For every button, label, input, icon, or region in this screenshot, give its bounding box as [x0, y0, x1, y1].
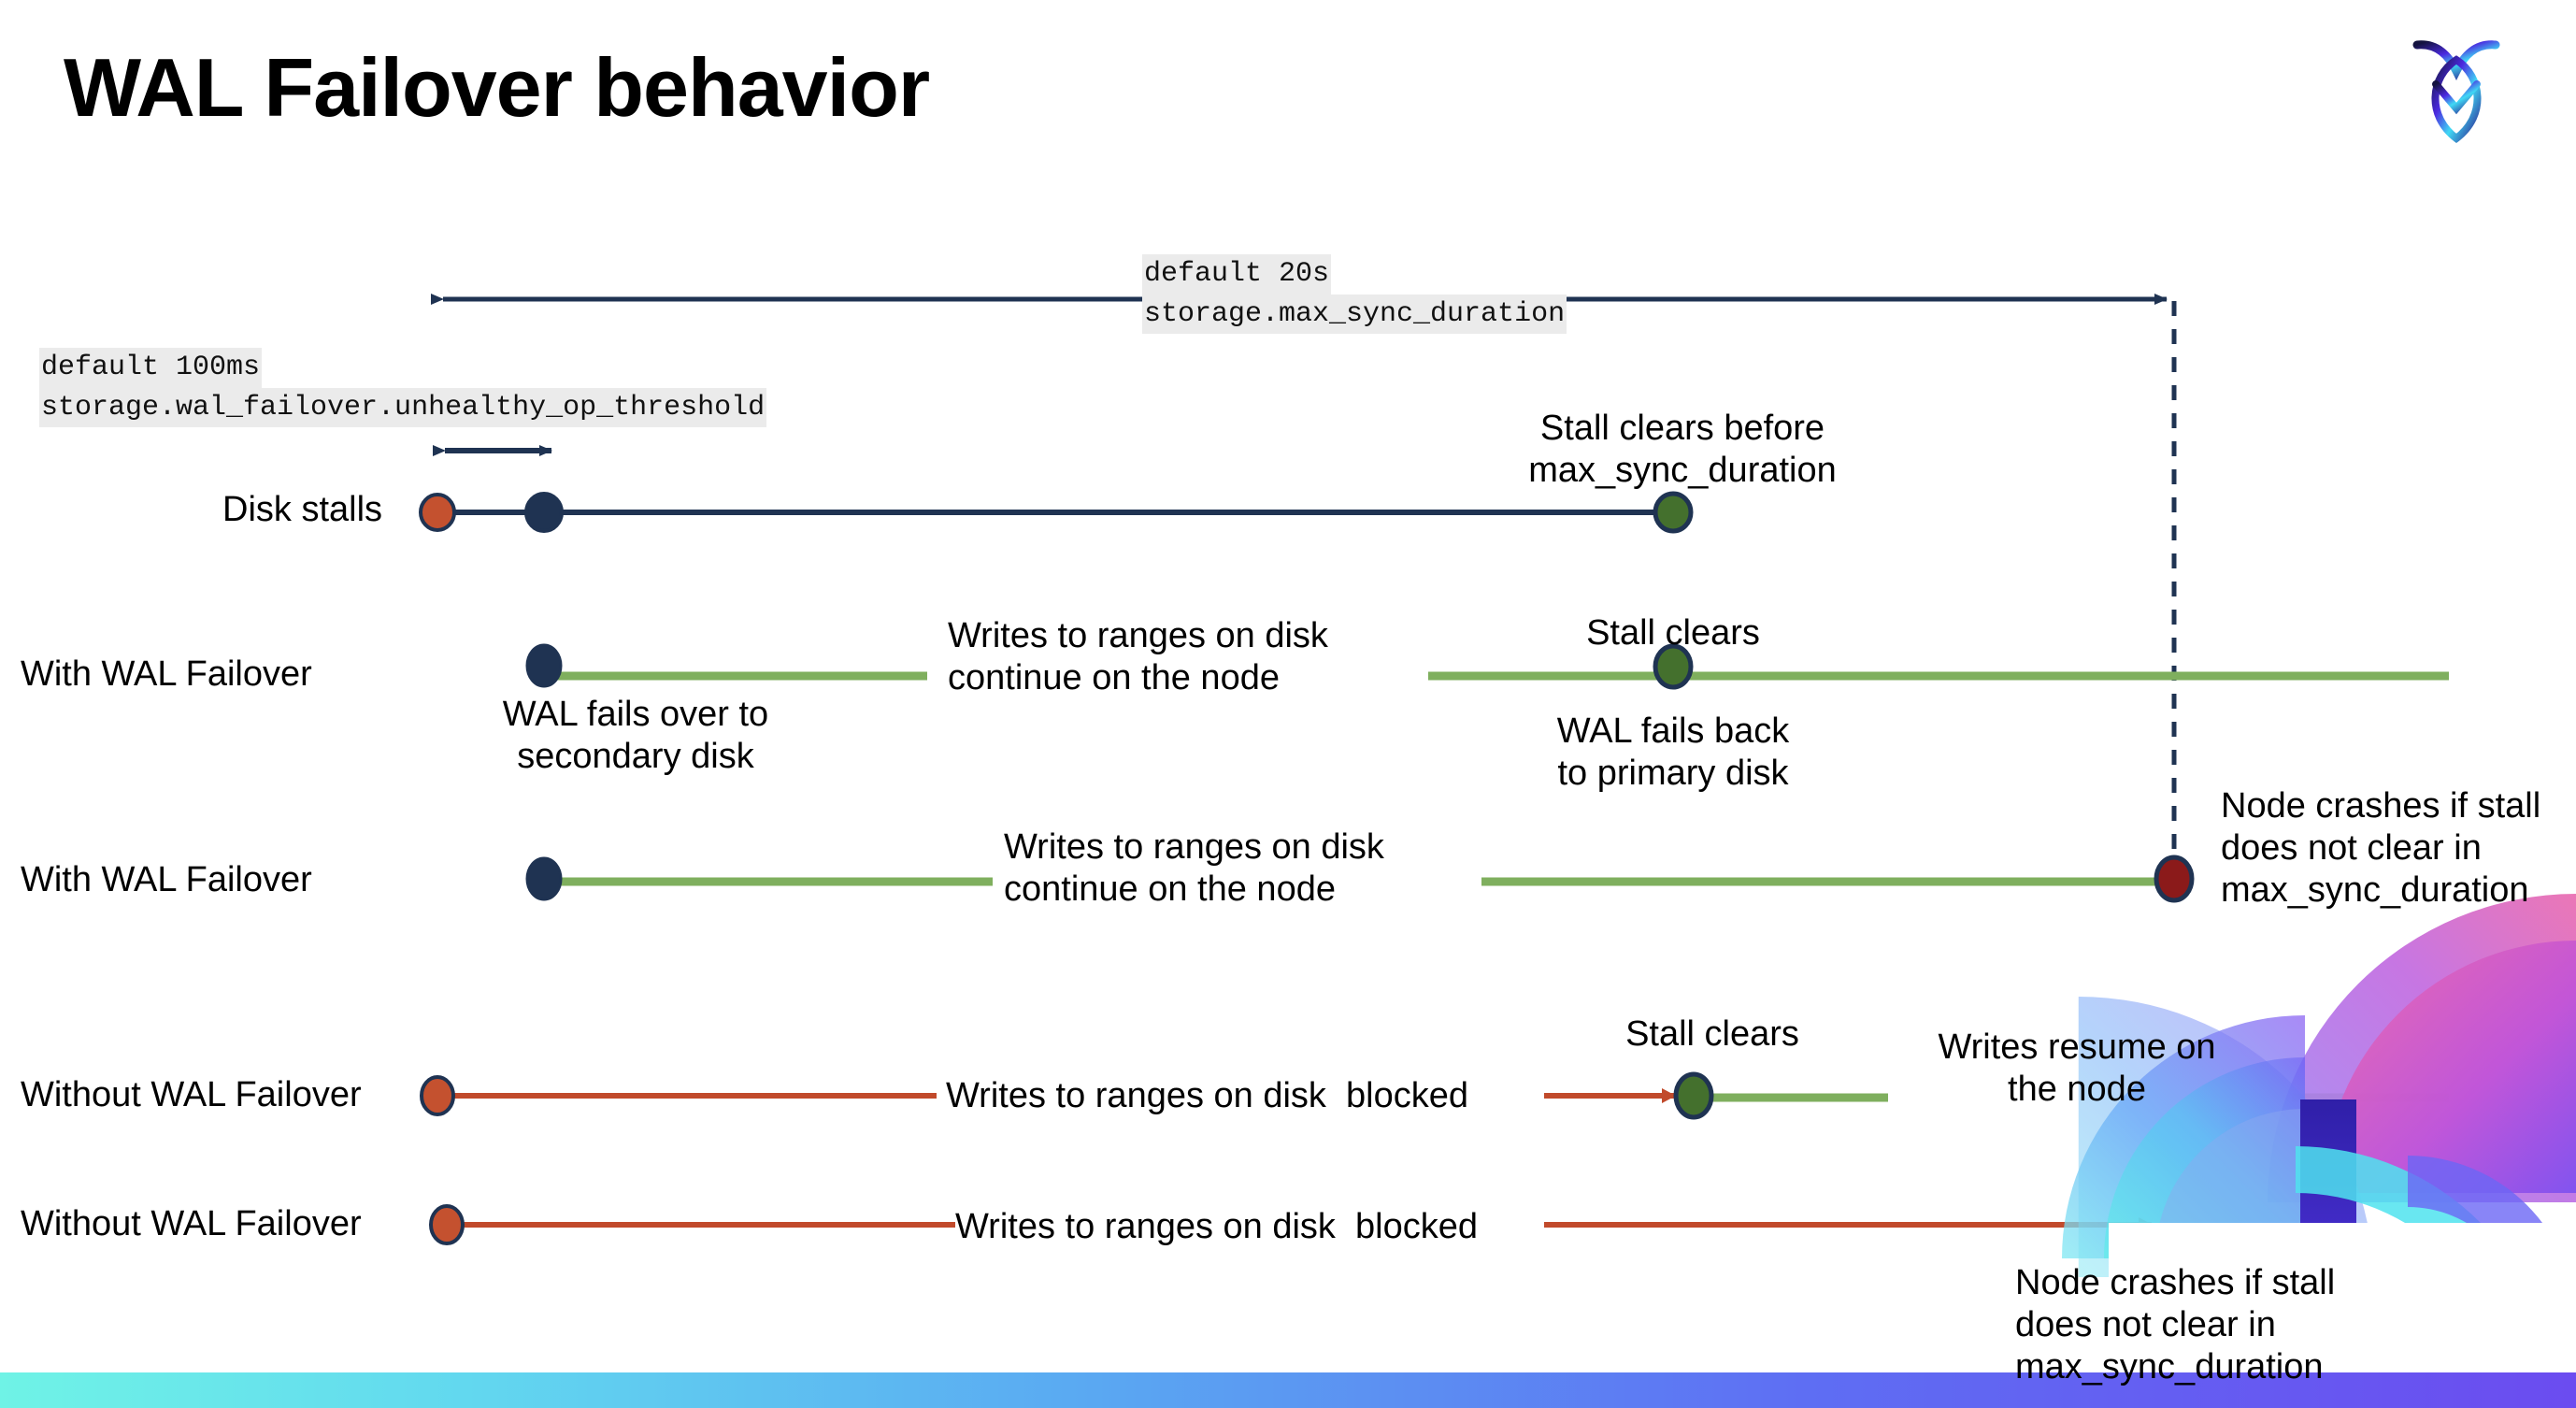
- annotation-max-sync-duration: default 20s storage.max_sync_duration: [1142, 254, 1567, 335]
- note-wal-fails-over: WAL fails over to secondary disk: [467, 694, 804, 778]
- row-label-with-wal-failover-1: With WAL Failover: [21, 654, 312, 694]
- note-line-1: Node crashes if stall: [2015, 1263, 2336, 1302]
- note-writes-blocked-2: Writes to ranges on disk blocked: [955, 1206, 1553, 1248]
- note-line-1: Node crashes if stall: [2221, 786, 2541, 826]
- note-line-2: continue on the node: [1004, 869, 1336, 909]
- note-line-1: WAL fails back: [1556, 711, 1790, 751]
- note-writes-continue-2: Writes to ranges on disk continue on the…: [1004, 826, 1471, 911]
- timeline-row-with-wal-failover-1: [525, 643, 2449, 690]
- note-line-1: Writes to ranges on disk: [1004, 827, 1384, 867]
- note-line-1: Stall clears: [1586, 613, 1760, 653]
- annotation-unhealthy-op-threshold: default 100ms storage.wal_failover.unhea…: [39, 348, 767, 428]
- marker-stall-clears: [1673, 1071, 1714, 1120]
- annotation-unhealthy-default: default 100ms: [39, 348, 263, 388]
- marker-stall-start: [419, 493, 456, 532]
- row-label-without-wal-failover-2: Without WAL Failover: [21, 1204, 362, 1243]
- note-line-2: does not clear in: [2221, 827, 2482, 868]
- marker-stall-clears: [1653, 491, 1694, 534]
- row-label-without-wal-failover-1: Without WAL Failover: [21, 1075, 362, 1114]
- note-wal-fails-back: WAL fails back to primary disk: [1496, 711, 1851, 795]
- note-stall-clears-row4: Stall clears: [1563, 1013, 1862, 1056]
- note-line-1: WAL fails over to: [502, 695, 769, 734]
- marker-stall-start: [429, 1204, 465, 1245]
- note-writes-continue-1: Writes to ranges on disk continue on the…: [948, 615, 1415, 699]
- note-line-2: secondary disk: [517, 736, 754, 776]
- timeline-row-with-wal-failover-2: [525, 855, 2195, 903]
- note-writes-resume: Writes resume on the node: [1918, 1027, 2236, 1111]
- note-line-2: the node: [2008, 1069, 2146, 1109]
- cockroachdb-logo-icon: [2400, 19, 2512, 150]
- page-title: WAL Failover behavior: [64, 41, 930, 134]
- note-line-3: max_sync_duration: [2015, 1346, 2324, 1386]
- note-stall-clears-before-max-sync: Stall clears before max_sync_duration: [1514, 408, 1851, 492]
- note-line-1: Stall clears: [1625, 1014, 1799, 1054]
- note-node-crashes-row3: Node crashes if stall does not clear in …: [2221, 785, 2576, 911]
- note-line-2: max_sync_duration: [1528, 450, 1837, 490]
- annotation-max-sync-default: default 20s: [1142, 254, 1332, 295]
- note-line-1: Writes to ranges on disk blocked: [955, 1207, 1479, 1246]
- note-line-1: Writes resume on: [1938, 1027, 2216, 1067]
- note-line-1: Writes to ranges on disk: [948, 616, 1328, 655]
- row-label-with-wal-failover-2: With WAL Failover: [21, 860, 312, 899]
- bottom-gradient-strip: [0, 1372, 2576, 1408]
- callout-backdrop: [2109, 1223, 2576, 1372]
- marker-stall-clears: [1653, 643, 1694, 690]
- note-line-2: continue on the node: [948, 657, 1280, 697]
- marker-stall-start: [420, 1075, 455, 1116]
- timeline-row-without-wal-failover-2: [429, 1204, 2153, 1245]
- note-writes-blocked-1: Writes to ranges on disk blocked: [946, 1075, 1544, 1117]
- annotation-unhealthy-setting: storage.wal_failover.unhealthy_op_thresh…: [39, 387, 767, 428]
- marker-node-crash: [2154, 855, 2195, 903]
- row-label-disk-stalls: Disk stalls: [222, 490, 383, 529]
- timeline-row-disk-stalls: [419, 491, 1694, 534]
- note-line-3: max_sync_duration: [2221, 869, 2529, 910]
- marker-failover: [525, 643, 563, 688]
- note-line-2: to primary disk: [1557, 753, 1789, 793]
- marker-failover: [525, 856, 563, 901]
- annotation-max-sync-setting: storage.max_sync_duration: [1142, 294, 1567, 335]
- note-line-2: does not clear in: [2015, 1304, 2276, 1344]
- note-line-1: Writes to ranges on disk blocked: [946, 1076, 1469, 1115]
- note-stall-clears-row2: Stall clears: [1514, 612, 1832, 654]
- note-line-1: Stall clears before: [1539, 409, 1825, 448]
- marker-threshold: [524, 492, 564, 533]
- note-node-crashes-row5: Node crashes if stall does not clear in …: [2015, 1262, 2389, 1387]
